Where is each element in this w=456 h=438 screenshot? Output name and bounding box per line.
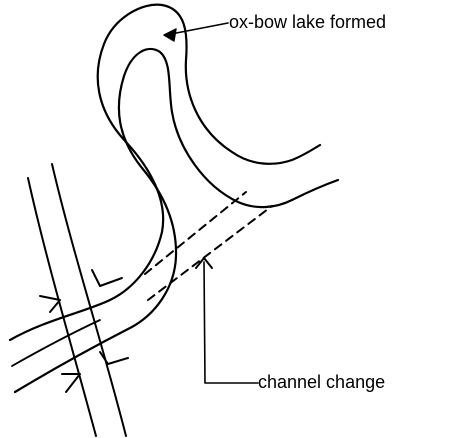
river-inner-contour [12,320,100,366]
channel-change-pointer-line [204,262,258,383]
oxbow-arrowhead [164,29,176,41]
bridge-mark-lower-left [62,374,80,392]
road-left-line [28,178,96,436]
bridge-mark-upper-right [92,270,122,286]
channel-change-label: channel change [258,373,385,391]
road-right-line [52,164,126,436]
bridge-mark-upper-left [40,296,60,312]
channel-cutoff-dashed-upper [145,192,246,274]
river-inner-bank [15,49,338,392]
oxbow-lake-label: ox-bow lake formed [229,13,386,31]
